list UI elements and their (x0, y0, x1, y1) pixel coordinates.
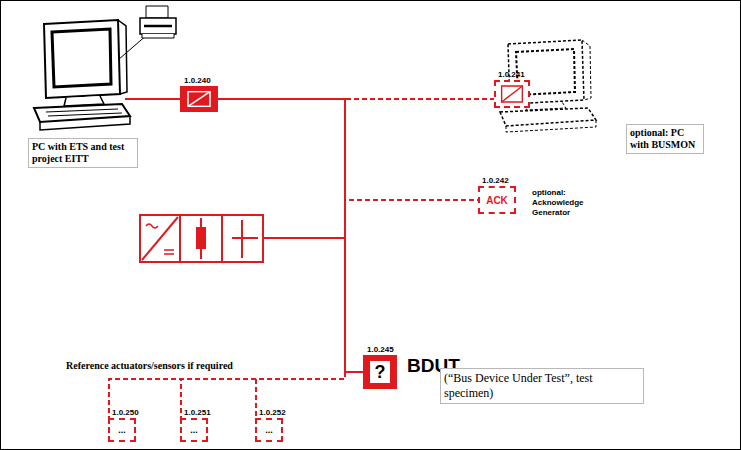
device-symbol (180, 86, 218, 112)
reference-note: Reference actuators/sensors if required (66, 360, 306, 372)
question-mark: ? (375, 362, 386, 382)
device-dots: ... (190, 425, 198, 436)
device-face: ... (182, 420, 206, 440)
pc-cable (125, 98, 180, 100)
callout-number: 1.0.250 (108, 408, 139, 418)
reference-device: 1.0.251... (180, 408, 211, 442)
device-dots: ... (265, 425, 273, 436)
callout-number: 1.0.245 (363, 345, 397, 355)
device-symbol: ... (108, 418, 136, 442)
caption-text: PC with ETS and test project EITT (32, 141, 134, 165)
bus-line (218, 99, 345, 418)
device-face: ACK (480, 188, 514, 212)
reference-device: 1.0.252... (255, 408, 286, 442)
bus-line (218, 99, 363, 372)
optional-note: optional: Acknowledge Generator (532, 188, 594, 218)
interface-device: 1.0.240 (180, 76, 218, 112)
bus-line (218, 99, 478, 200)
device-symbol: ... (180, 418, 208, 442)
device-symbol: ... (255, 418, 283, 442)
ack-label: ACK (486, 195, 508, 206)
power-supply-symbol (140, 215, 345, 262)
busmon-interface: 1.0.241 (494, 70, 530, 108)
device-symbol: ACK (478, 186, 516, 214)
callout-number: 1.0.240 (180, 76, 218, 86)
printer-illustration (140, 6, 176, 38)
device-face: ? (365, 357, 395, 387)
callout-number: 1.0.251 (180, 408, 211, 418)
device-face: ... (110, 420, 134, 440)
callout-number: 1.0.242 (478, 176, 516, 186)
question-panel: ? (370, 361, 390, 383)
bdut-description-box: (“Bus Device Under Test”, test specimen) (440, 368, 644, 404)
callout-number: 1.0.241 (494, 70, 530, 80)
busmon-note-box: optional: PC with BUSMON (626, 124, 704, 154)
device-symbol (494, 80, 530, 108)
caption-text: (“Bus Device Under Test”, test specimen) (444, 371, 640, 401)
caption-text: optional: PC with BUSMON (630, 127, 700, 151)
bdut-device: 1.0.245?BDUT (363, 345, 397, 389)
pc-caption-box: PC with ETS and test project EITT (28, 138, 138, 168)
device-face: ... (257, 420, 281, 440)
ack-generator: 1.0.242ACK (478, 176, 516, 214)
reference-device: 1.0.250... (108, 408, 139, 442)
device-symbol: ? (363, 355, 397, 389)
interface-symbol (496, 82, 528, 106)
busmon-pc-illustration (500, 40, 596, 132)
device-dots: ... (118, 425, 126, 436)
callout-number: 1.0.252 (255, 408, 286, 418)
pc-illustration (34, 20, 148, 130)
interface-symbol (182, 88, 216, 110)
